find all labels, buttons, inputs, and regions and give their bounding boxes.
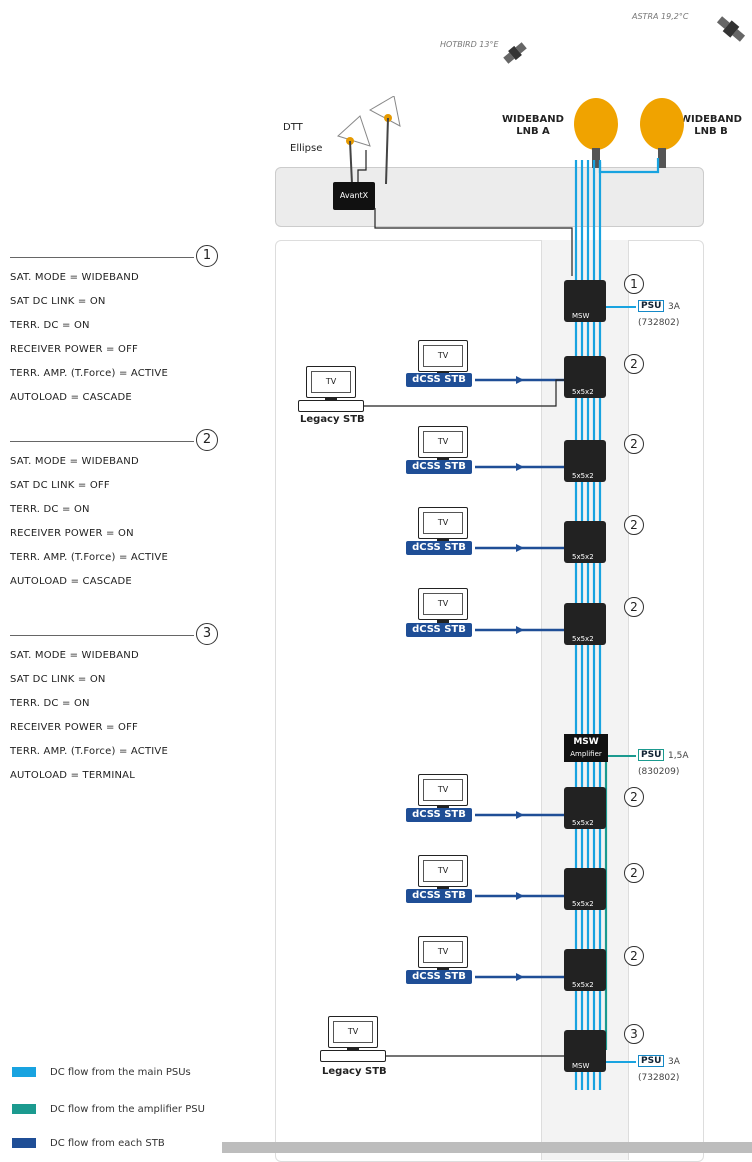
legacy-stb-box [298, 400, 364, 412]
config-row: SAT DC LINK = OFF [10, 480, 110, 491]
msw-unit: 5x5x2 [564, 868, 606, 910]
tv-icon: TV [418, 426, 468, 463]
ellipse-label: Ellipse [290, 143, 323, 154]
tv-icon: TV [418, 340, 468, 377]
dcss-stb: dCSS STB [406, 460, 472, 474]
avant-amplifier: AvantX [333, 182, 375, 210]
dish-b-icon [634, 96, 690, 168]
config-ref-bubble: 2 [624, 946, 644, 966]
tv-icon: TV [418, 507, 468, 544]
dtt-label: DTT [283, 122, 303, 133]
tv-icon: TV [328, 1016, 378, 1053]
satellite-icon [712, 10, 750, 48]
config-ref-bubble: 3 [624, 1024, 644, 1044]
config-ref-bubble: 1 [624, 274, 644, 294]
tv-icon: TV [418, 588, 468, 625]
terrestrial-antenna-icon [330, 95, 410, 186]
dcss-stb: dCSS STB [406, 889, 472, 903]
msw-unit: MSW [564, 1030, 606, 1072]
psu-ref: (732802) [638, 318, 680, 328]
msw-unit: 5x5x2 [564, 787, 606, 829]
config-row: SAT. MODE = WIDEBAND [10, 456, 139, 467]
bottom-bar [222, 1142, 752, 1153]
psu-label: PSU [638, 749, 665, 761]
config-row: TERR. DC = ON [10, 698, 90, 709]
dcss-stb: dCSS STB [406, 808, 472, 822]
legacy-stb-box [320, 1050, 386, 1062]
tv-icon: TV [418, 774, 468, 811]
legacy-stb-label: Legacy STB [300, 414, 365, 425]
dcss-stb: dCSS STB [406, 970, 472, 984]
config-row: SAT DC LINK = ON [10, 296, 106, 307]
psu-current: 3A [668, 1057, 680, 1067]
msw-unit: 5x5x2 [564, 603, 606, 645]
legend-item: DC flow from the main PSUs [12, 1067, 191, 1078]
config-row: RECEIVER POWER = OFF [10, 344, 138, 355]
lnb-b-label: WIDEBAND LNB B [680, 114, 742, 137]
dish-a-icon [568, 96, 624, 168]
config-row: AUTOLOAD = CASCADE [10, 576, 132, 587]
astra-label: ASTRA 19,2°C [632, 12, 689, 21]
config-block-1: 1 SAT. MODE = WIDEBAND SAT DC LINK = ON … [10, 245, 220, 414]
config-row: RECEIVER POWER = OFF [10, 722, 138, 733]
config-row: AUTOLOAD = TERMINAL [10, 770, 135, 781]
dcss-stb: dCSS STB [406, 373, 472, 387]
config-ref-bubble: 2 [624, 597, 644, 617]
config-block-2: 2 SAT. MODE = WIDEBAND SAT DC LINK = OFF… [10, 429, 220, 598]
config-row: RECEIVER POWER = ON [10, 528, 134, 539]
legend-item: DC flow from the amplifier PSU [12, 1104, 205, 1115]
legacy-stb-label: Legacy STB [322, 1066, 387, 1077]
tv-icon: TV [418, 855, 468, 892]
psu-label: PSU [638, 1055, 665, 1067]
config-block-3: 3 SAT. MODE = WIDEBAND SAT DC LINK = ON … [10, 623, 220, 792]
psu-current: 3A [668, 302, 680, 312]
config-ref-bubble: 2 [624, 787, 644, 807]
config-row: SAT. MODE = WIDEBAND [10, 650, 139, 661]
psu-label: PSU [638, 300, 665, 312]
msw-amplifier: MSW Amplifier [564, 734, 608, 762]
config-number: 1 [196, 245, 218, 267]
satellite-icon [498, 36, 532, 70]
config-row: SAT DC LINK = ON [10, 674, 106, 685]
psu-ref: (830209) [638, 767, 680, 777]
config-row: TERR. AMP. (T.Force) = ACTIVE [10, 552, 168, 563]
config-row: TERR. DC = ON [10, 320, 90, 331]
amp-sub: Amplifier [570, 750, 602, 758]
legend-item: DC flow from each STB [12, 1138, 165, 1149]
config-row: TERR. AMP. (T.Force) = ACTIVE [10, 746, 168, 757]
psu-current: 1,5A [668, 751, 689, 761]
config-row: AUTOLOAD = CASCADE [10, 392, 132, 403]
config-ref-bubble: 2 [624, 354, 644, 374]
lnb-a-label: WIDEBAND LNB A [502, 114, 564, 137]
hotbird-label: HOTBIRD 13°E [440, 40, 499, 49]
msw-unit: 5x5x2 [564, 521, 606, 563]
tv-icon: TV [418, 936, 468, 973]
msw-unit: MSW [564, 280, 606, 322]
config-number: 3 [196, 623, 218, 645]
config-ref-bubble: 2 [624, 863, 644, 883]
config-number: 2 [196, 429, 218, 451]
tv-icon: TV [306, 366, 356, 403]
config-ref-bubble: 2 [624, 434, 644, 454]
config-row: SAT. MODE = WIDEBAND [10, 272, 139, 283]
config-row: TERR. AMP. (T.Force) = ACTIVE [10, 368, 168, 379]
dcss-stb: dCSS STB [406, 541, 472, 555]
msw-unit: 5x5x2 [564, 949, 606, 991]
dcss-stb: dCSS STB [406, 623, 472, 637]
psu-ref: (732802) [638, 1073, 680, 1083]
msw-unit: 5x5x2 [564, 356, 606, 398]
config-row: TERR. DC = ON [10, 504, 90, 515]
msw-unit: 5x5x2 [564, 440, 606, 482]
config-ref-bubble: 2 [624, 515, 644, 535]
amp-label: MSW [573, 737, 599, 747]
